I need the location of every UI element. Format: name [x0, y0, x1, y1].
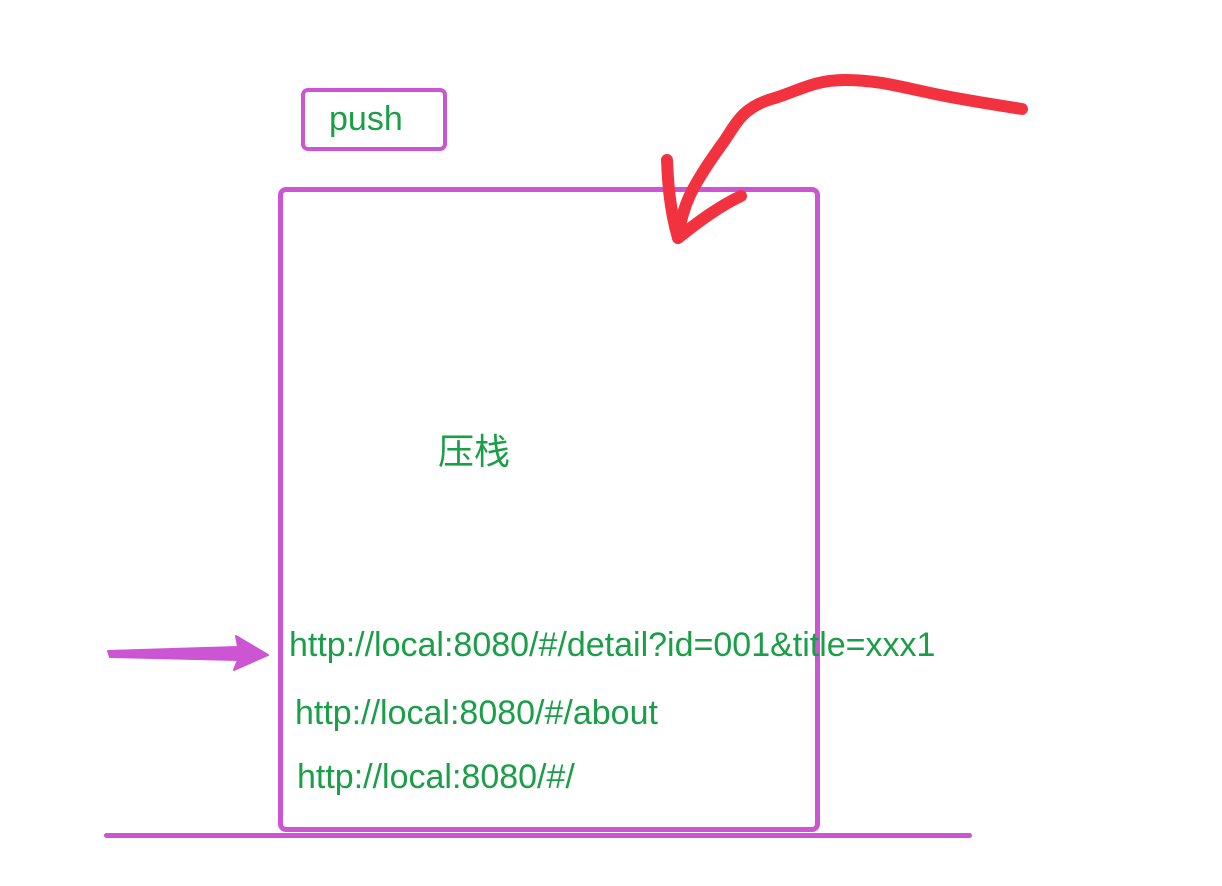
stack-baseline — [104, 833, 972, 838]
current-entry-pointer-icon — [107, 635, 269, 671]
push-label: push — [329, 100, 403, 138]
push-box: push — [301, 88, 447, 151]
stack-label: 压栈 — [438, 432, 511, 473]
stack-entry-bottom: http://local:8080/#/ — [297, 758, 575, 796]
red-curved-arrow-icon — [661, 74, 1028, 244]
stack-entry-top: http://local:8080/#/detail?id=001&title=… — [289, 626, 936, 664]
history-stack-box — [278, 187, 820, 832]
stack-entry-middle: http://local:8080/#/about — [295, 694, 658, 732]
